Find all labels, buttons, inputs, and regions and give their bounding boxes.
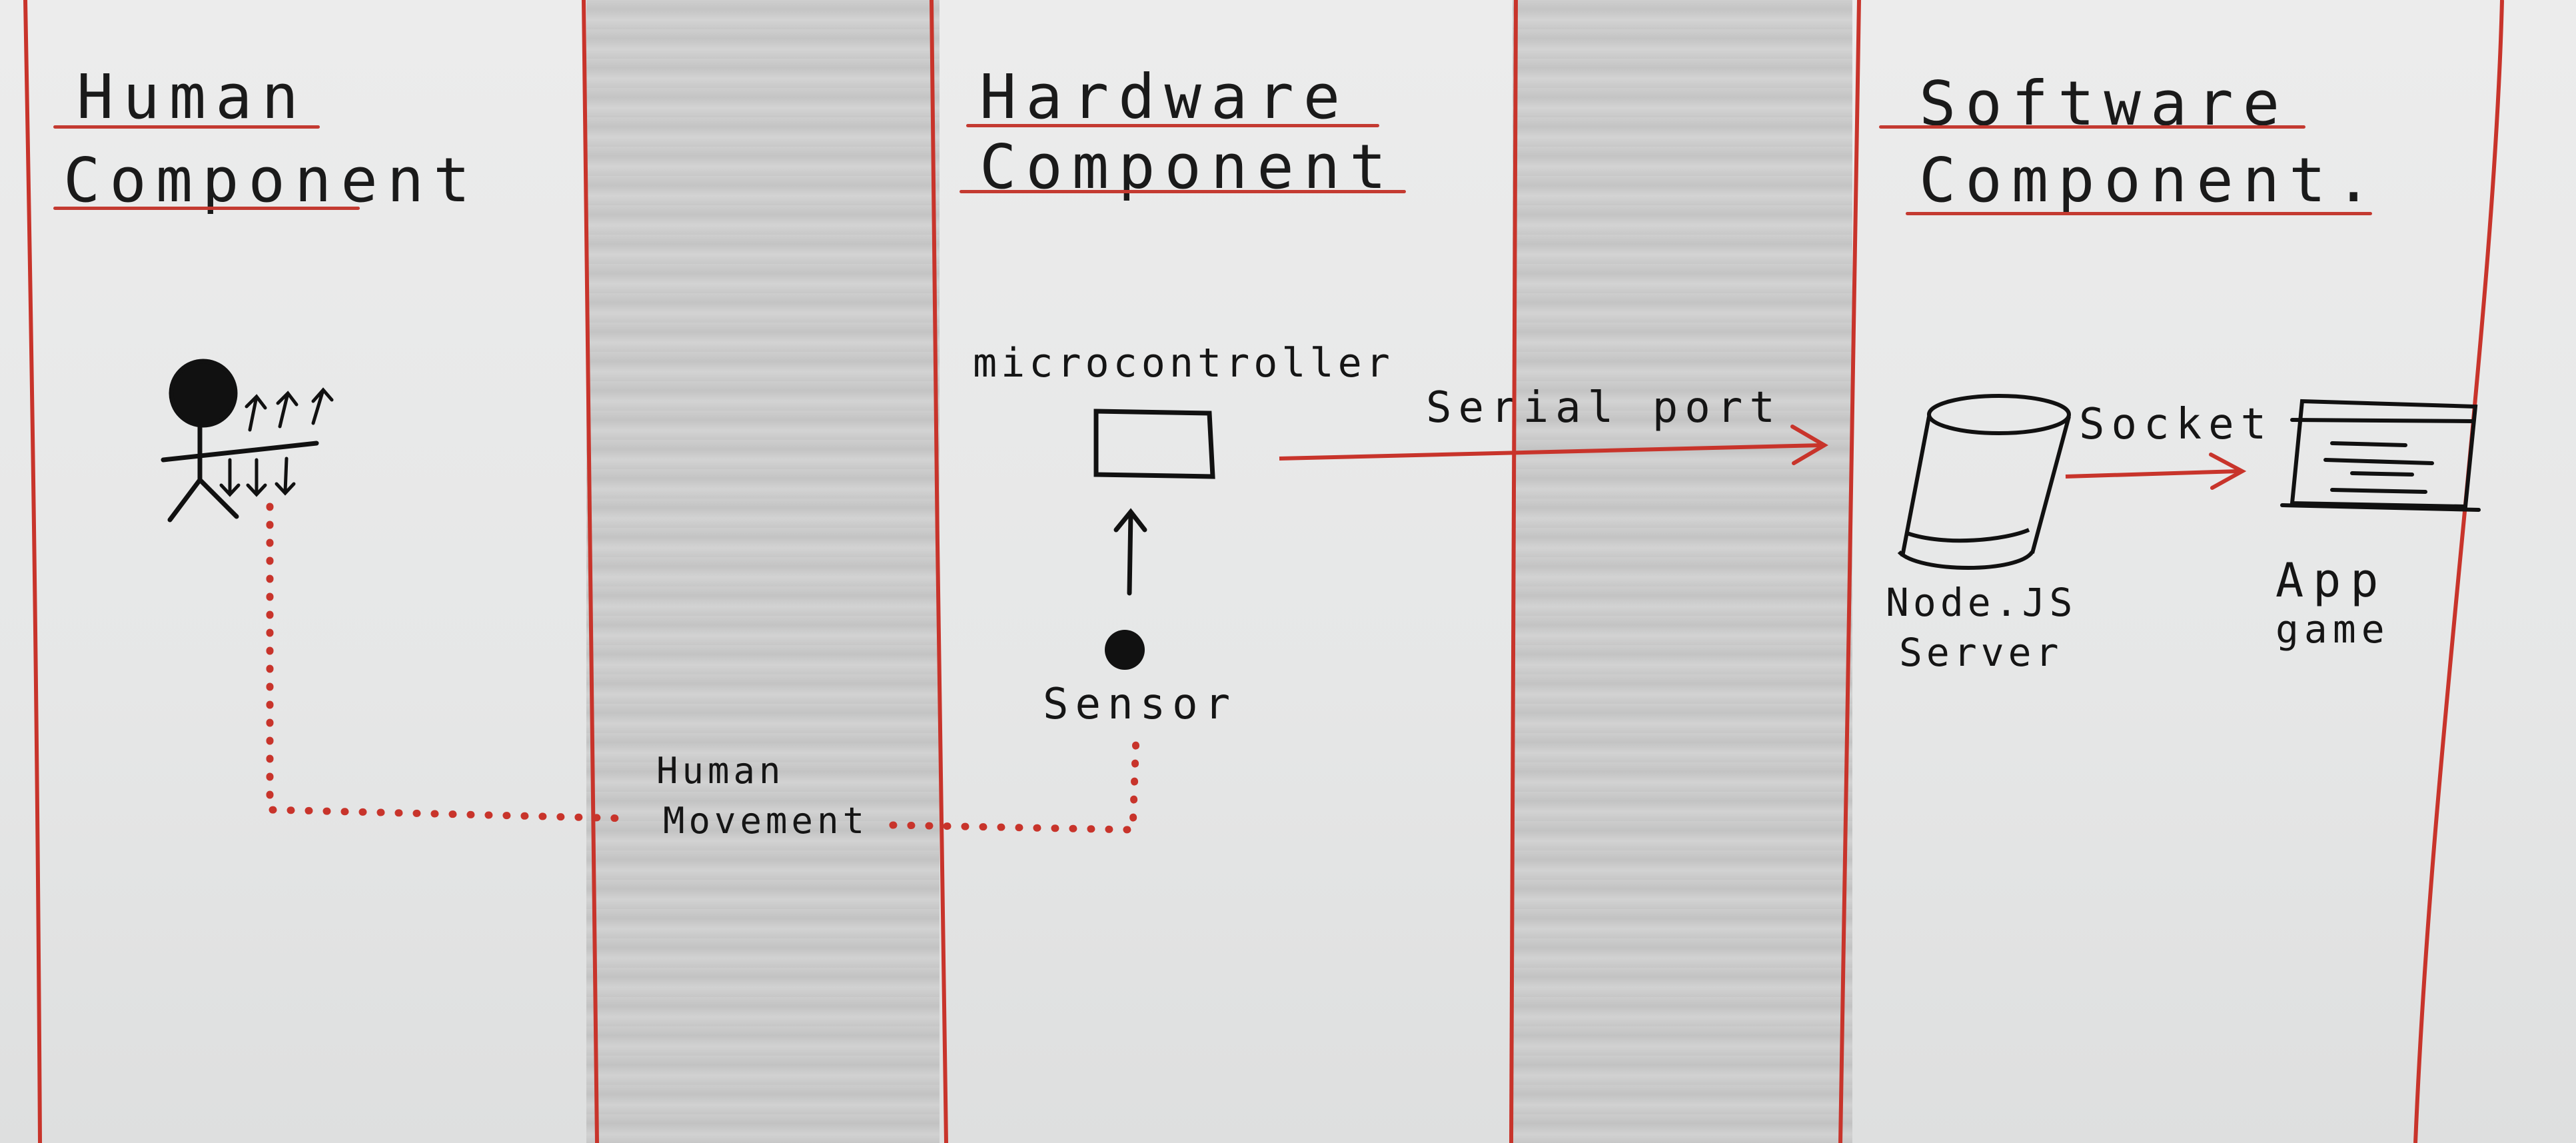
microcontroller-label: microcontroller xyxy=(973,340,1394,387)
serial-port-label: Serial port xyxy=(1426,383,1782,433)
server-label-line1: Node.JS xyxy=(1886,580,2077,625)
microcontroller-box-icon xyxy=(1093,409,1215,479)
software-heading-underline2 xyxy=(1906,212,2372,215)
human-movement-connector xyxy=(266,503,1140,834)
app-label-line2: game xyxy=(2275,606,2390,652)
server-label-line2: Server xyxy=(1899,630,2063,675)
hardware-heading-line1: Hardware xyxy=(979,61,1350,133)
software-heading-underline1 xyxy=(1879,125,2305,129)
app-label-line1: App xyxy=(2275,553,2388,608)
divider-line-6 xyxy=(2413,0,2504,1143)
human-heading-underline2 xyxy=(53,207,360,210)
human-heading-underline1 xyxy=(53,125,320,129)
serial-port-arrow xyxy=(1279,443,1823,461)
hardware-heading-underline2 xyxy=(960,190,1406,193)
human-movement-label-line2: Movement xyxy=(663,800,869,842)
divider-line-2 xyxy=(582,0,599,1143)
stick-figure-icon xyxy=(161,359,319,523)
human-heading-line1: Human xyxy=(77,61,308,133)
server-database-icon xyxy=(1897,394,2071,570)
socket-arrow xyxy=(2065,469,2240,479)
divider-line-4 xyxy=(1509,0,1519,1143)
downward-motion-arrows-icon xyxy=(219,457,296,497)
sensor-label: Sensor xyxy=(1043,680,1237,729)
software-heading-line2: Component. xyxy=(1919,145,2381,216)
sensor-icon xyxy=(1105,630,1145,670)
upward-motion-arrows-icon xyxy=(245,387,334,432)
socket-label: Socket xyxy=(2079,400,2273,449)
hardware-heading-underline1 xyxy=(966,124,1379,127)
human-heading-line2: Component xyxy=(63,145,480,216)
shaded-band-right xyxy=(1513,0,1852,1143)
app-laptop-icon xyxy=(2280,399,2481,512)
divider-line-3 xyxy=(930,0,948,1143)
hardware-heading-line2: Component xyxy=(979,131,1396,203)
divider-line-5 xyxy=(1838,0,1861,1143)
human-movement-label-line1: Human xyxy=(656,750,785,792)
divider-line-1 xyxy=(23,0,42,1143)
software-heading-line1: Software xyxy=(1919,68,2289,139)
sensor-to-microcontroller-arrow xyxy=(1113,508,1147,596)
shaded-band-left xyxy=(586,0,940,1143)
